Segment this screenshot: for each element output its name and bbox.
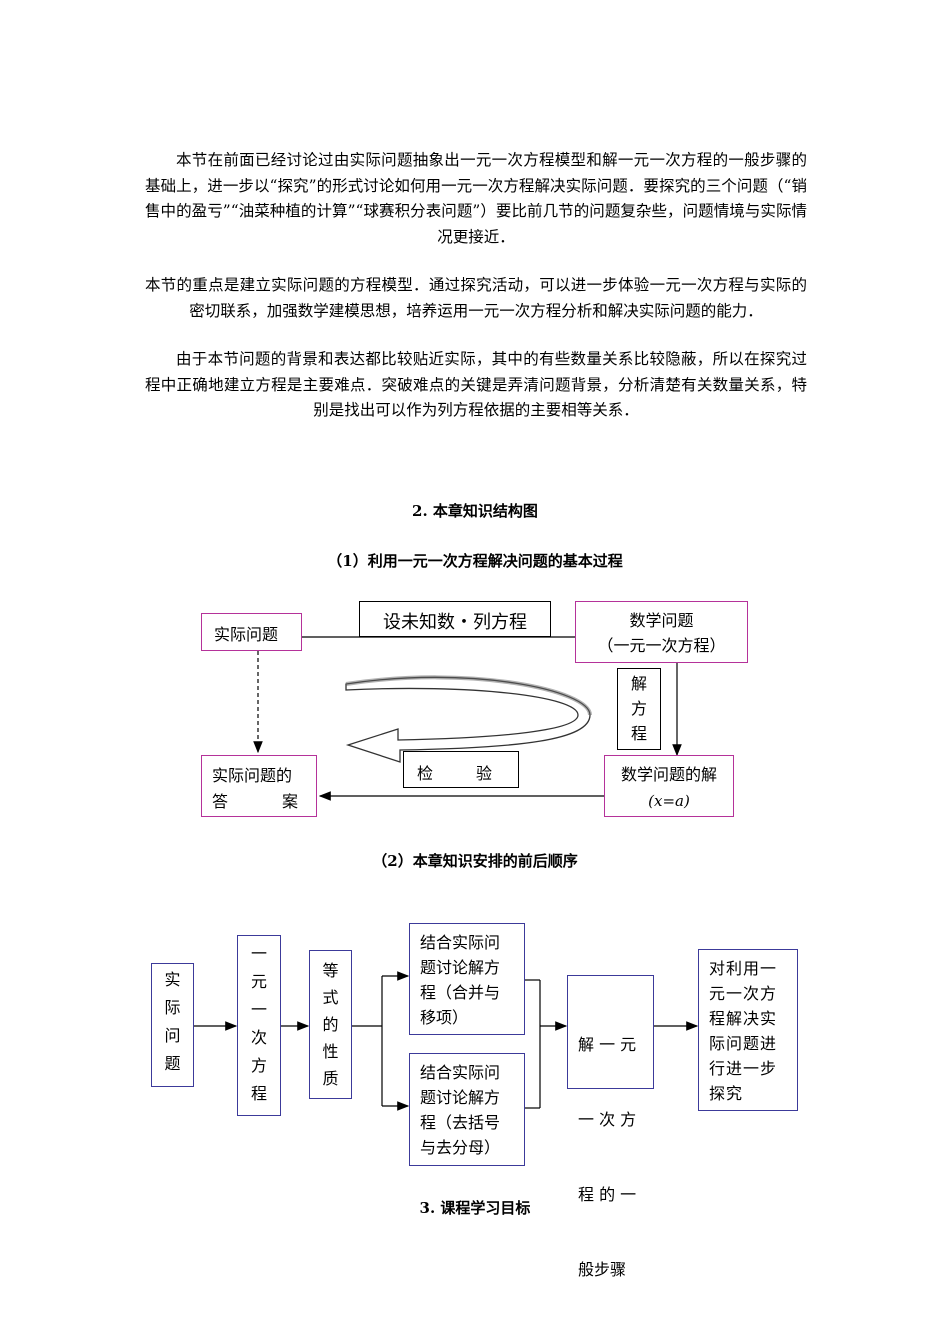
box-brackets-denominators: 结合实际问 题讨论解方 程（去括号 与去分母） [409,1053,525,1166]
b3-char: 式 [322,988,339,1007]
difficulty-paragraph: 由于本节问题的背景和表达都比较贴近实际，其中的有些数量关系比较隐蔽，所以在探究过… [145,350,807,419]
b7-line: 际问题进 [709,1034,778,1053]
b2-char: 方 [250,1056,267,1075]
section3-heading: 3. 课程学习目标 [419,1199,531,1217]
check-box: 检 验 [403,751,519,788]
check-char-2: 验 [476,764,493,783]
b7-line: 元一次方 [709,984,778,1003]
math-solution-label: 数学问题的解 [620,765,717,784]
math-solution-box: 数学问题的解 (x=a) [604,755,734,817]
diagram1-title: （1）利用一元一次方程解决问题的基本过程 [327,552,623,570]
b6-line: 般步骤 [578,1260,627,1279]
b4-line: 结合实际问 [420,933,501,952]
box-real-problem: 实 际 问 题 [151,963,194,1087]
box-general-steps: 解 一 元 一 次 方 程 的 一 般步骤 [567,975,654,1279]
real-problem-label: 实际问题 [214,625,279,644]
math-problem-label: 数学问题 [629,611,694,630]
b6-line: 一 次 方 [578,1110,637,1129]
b1-char: 际 [164,998,181,1017]
box-further-exploration: 对利用一 元一次方 程解决实 际问题进 行进一步 探究 [698,949,798,1111]
b5-line: 程（去括号 [420,1113,501,1132]
check-char-1: 检 [417,764,434,783]
b2-char: 次 [250,1028,267,1047]
math-solution-formula: (x=a) [648,792,690,810]
b2-char: 一 [250,944,267,963]
box-linear-equation: 一 元 一 次 方 程 [237,935,281,1116]
b4-line: 程（合并与 [420,983,501,1002]
b1-char: 问 [164,1026,181,1045]
b2-char: 程 [250,1084,267,1103]
box-equation-properties: 等 式 的 性 质 [309,950,352,1099]
b4-line: 题讨论解方 [420,958,501,977]
b6-line: 解 一 元 [578,1035,637,1054]
solve-char-1: 解 [630,674,647,693]
b7-line: 探究 [709,1084,744,1103]
b7-line: 对利用一 [709,959,778,978]
b5-line: 与去分母） [420,1138,501,1157]
section2-heading: 2. 本章知识结构图 [412,502,538,520]
b1-char: 题 [164,1054,181,1073]
answer-char-1: 答 [212,792,229,811]
focus-paragraph: 本节的重点是建立实际问题的方程模型．通过探究活动，可以进一步体验一元一次方程与实… [145,276,807,320]
b3-char: 等 [322,961,339,980]
solve-char-3: 程 [630,724,647,743]
b7-line: 程解决实 [709,1009,778,1028]
math-problem-sub: （一元一次方程） [597,636,726,655]
b7-line: 行进一步 [709,1059,778,1078]
intro-paragraph: 本节在前面已经讨论过由实际问题抽象出一元一次方程模型和解一元一次方程的一般步骤的… [145,151,807,246]
diagram2-title: （2）本章知识安排的前后顺序 [372,852,578,870]
solve-equation-box: 解 方 程 [617,668,661,750]
real-problem-box: 实际问题 [201,613,302,651]
b5-line: 结合实际问 [420,1063,501,1082]
answer-char-2: 案 [282,792,299,811]
b2-char: 元 [250,972,267,991]
b1-char: 实 [164,970,181,989]
solve-char-2: 方 [630,699,647,718]
answer-box: 实际问题的 答 案 [201,755,317,817]
box-combine-transpose: 结合实际问 题讨论解方 程（合并与 移项） [409,923,525,1035]
answer-label: 实际问题的 [212,766,293,785]
set-unknown-label: 设未知数・列方程 [383,612,527,633]
b3-char: 性 [322,1042,339,1061]
b6-line: 程 的 一 [578,1185,637,1204]
b3-char: 质 [322,1069,339,1088]
set-unknown-box: 设未知数・列方程 [359,601,551,637]
math-problem-box: 数学问题 （一元一次方程） [575,601,748,663]
b5-line: 题讨论解方 [420,1088,501,1107]
b2-char: 一 [250,1000,267,1019]
b4-line: 移项） [420,1008,469,1027]
b3-char: 的 [322,1015,339,1034]
